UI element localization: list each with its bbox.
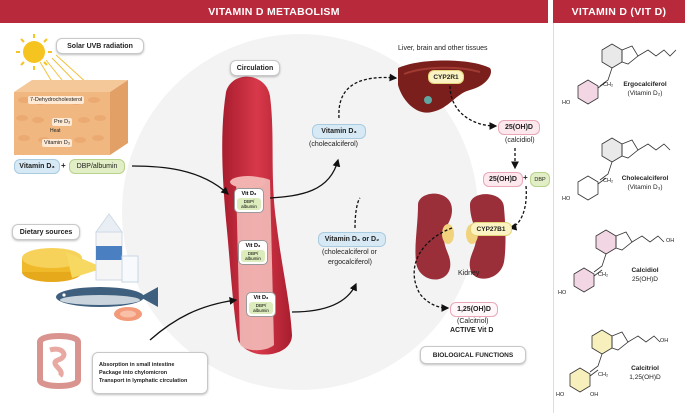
fish-icon: [56, 287, 158, 307]
calcitriol-label: (Calcitriol): [457, 318, 489, 325]
vessel-box-sub: DBP/ albumin: [249, 302, 273, 314]
panel-divider: [553, 23, 554, 413]
header-metabolism: VITAMIN D METABOLISM: [0, 0, 548, 23]
mol4-oh-ring-label: OH: [590, 392, 599, 398]
calcidiol-structure: [573, 229, 665, 293]
sun-icon: [16, 34, 52, 70]
molecule-name: Cholecalciferol: [621, 175, 669, 182]
molecule-name: Calcidiol: [631, 267, 659, 274]
kidney-icon: [415, 193, 506, 280]
skin-vitamin-d3-label: Vitamin D₃: [42, 139, 72, 147]
mol1-ho-label: HO: [562, 100, 571, 106]
molecule-label-1: Ergocalciferol (Vitamin D₂): [605, 80, 685, 98]
vitamin-d3-d2-sub2: ergocalciferol): [328, 259, 372, 266]
vessel-box-title: Vit D₃: [241, 191, 257, 197]
mol4-ch2-label: CH₂: [598, 372, 609, 378]
molecule-name: Calcitriol: [631, 365, 659, 372]
cyp27b1-box: CYP27B1: [470, 222, 512, 236]
vessel-box-title: Vit D₃: [253, 295, 269, 301]
plus-sign: +: [61, 161, 66, 170]
pathway-arrows: [131, 73, 527, 341]
vitamin-d3-d2-sub1: (cholecalciferol or: [322, 249, 377, 256]
mol3-ho-label: HO: [558, 290, 567, 296]
cyp2r1-box: CYP2R1: [428, 70, 464, 84]
vitamin-d3-center-box: Vitamin D₃: [312, 124, 366, 139]
kidney-label: Kidney: [458, 270, 480, 277]
cholecalciferol-label: (cholecalciferol): [309, 141, 359, 148]
molecule-name: Ergocalciferol: [623, 81, 667, 88]
dietary-sources-label: Dietary sources: [12, 224, 80, 240]
heat-label: Heat: [50, 128, 61, 134]
cheese-icon: [22, 248, 104, 282]
pre-d3-label: Pre D₃: [52, 118, 73, 126]
vessel-vit-d3-box-1: Vit D₃ DBP/ albumin: [234, 188, 264, 213]
absorption-box: Absorption in small intestine Package in…: [92, 352, 208, 394]
calcidiol-label: (calcidiol): [505, 137, 535, 144]
vessel-box-sub: DBP/ albumin: [237, 198, 261, 210]
mol1-ch2-label: CH₂: [603, 82, 614, 88]
biological-functions-box: BIOLOGICAL FUNCTIONS: [420, 346, 526, 364]
milk-carton-icon: [95, 213, 123, 281]
calcitriol-box: 1,25(OH)D: [450, 302, 498, 317]
circulation-label: Circulation: [230, 60, 280, 76]
absorption-line-1: Absorption in small intestine: [99, 362, 175, 368]
vitamin-d3-box: Vitamin D₃: [14, 159, 60, 174]
background-circle: [122, 34, 478, 390]
molecule-label-3: Calcidiol 25(OH)D: [605, 266, 685, 284]
vitamin-d3-d2-box: Vitamin D₃ or D₂: [318, 232, 386, 247]
mol4-oh-label: OH: [660, 338, 669, 344]
molecule-label-4: Calcitriol 1,25(OH)D: [605, 364, 685, 382]
mol2-ch2-label: CH₂: [603, 178, 614, 184]
absorption-line-2: Package into chylomicron: [99, 370, 168, 376]
dbp-box: DBP: [530, 172, 550, 187]
mol3-oh-label: OH: [666, 238, 675, 244]
vessel-vit-d3-box-3: Vit D₃ DBP/ albumin: [246, 292, 276, 317]
dbp-albumin-box: DBP/albumin: [69, 159, 125, 174]
active-vit-d-label: ACTIVE Vit D: [450, 327, 494, 334]
dehydrocholesterol-label: 7-Dehydrocholesterol: [28, 96, 85, 104]
liver-icon: [398, 60, 492, 113]
mol4-ho-label: HO: [556, 392, 565, 398]
calcitriol-structure: [569, 329, 661, 393]
header-vitamin-d: VITAMIN D (VIT D): [553, 0, 685, 23]
absorption-line-3: Transport in lymphatic circulation: [99, 378, 188, 384]
molecule-label-2: Cholecalciferol (Vitamin D₃): [605, 174, 685, 192]
cholecalciferol-structure: [577, 137, 671, 201]
ergocalciferol-structure: [577, 43, 677, 105]
vessel-cut: [230, 176, 266, 188]
mol2-ho-label: HO: [562, 196, 571, 202]
mol3-ch2-label: CH₂: [598, 272, 609, 278]
molecule-sub: (Vitamin D₃): [627, 184, 663, 191]
molecule-sub: 25(OH)D: [631, 276, 658, 283]
molecule-sub: (Vitamin D₂): [627, 90, 663, 97]
salmon-steak-icon: [114, 307, 142, 321]
vessel-vit-d3-box-2: Vit D₃ DBP/ albumin: [238, 240, 268, 265]
milk-glass-icon: [121, 255, 139, 283]
vessel-box-title: Vit D₃: [245, 243, 261, 249]
molecule-structures: [569, 43, 677, 393]
intestine-icon: [37, 333, 81, 389]
calcidiol-box: 25(OH)D: [498, 120, 540, 135]
molecule-sub: 1,25(OH)D: [629, 374, 661, 381]
vessel-box-sub: DBP/ albumin: [241, 250, 265, 262]
ohd-plus-sign: +: [523, 173, 528, 182]
ohd-box: 25(OH)D: [483, 172, 523, 187]
liver-tissue-label: Liver, brain and other tissues: [398, 45, 488, 52]
solar-uvb-label: Solar UVB radiation: [56, 38, 144, 54]
